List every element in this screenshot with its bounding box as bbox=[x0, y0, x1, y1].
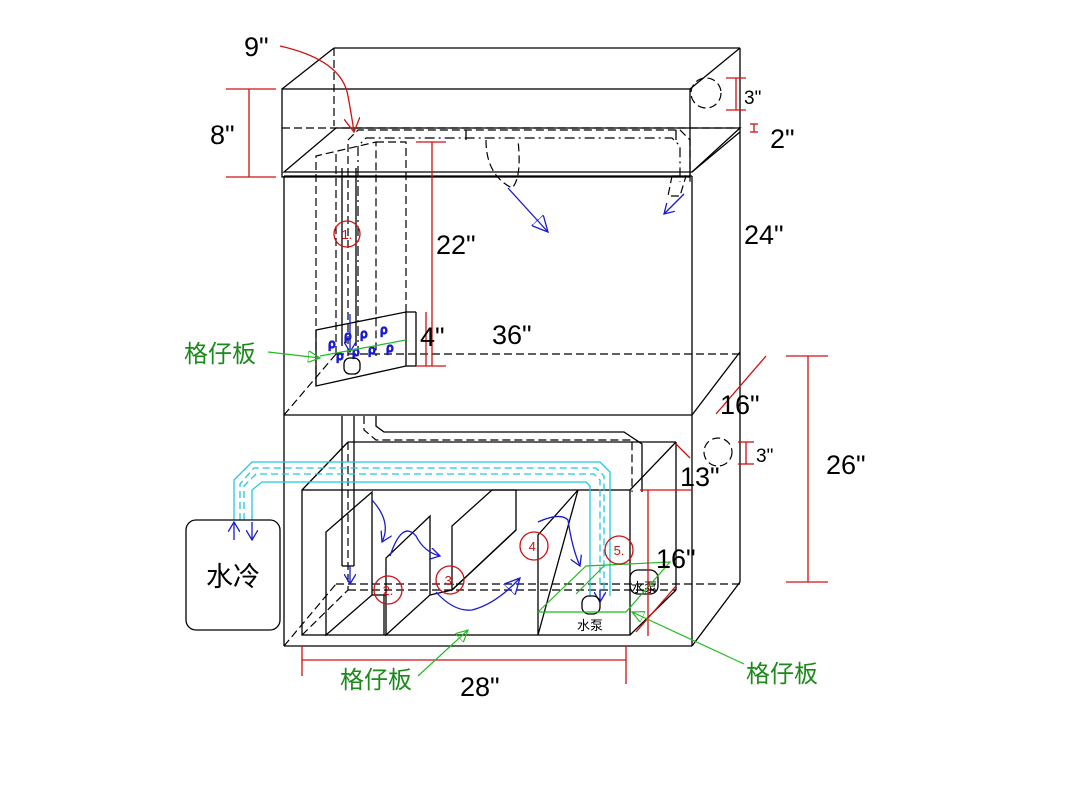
sump bbox=[301, 441, 677, 637]
step-1: 1. bbox=[342, 227, 353, 242]
pump-main-label: 水泵 bbox=[631, 581, 657, 596]
dim-tank-length: 36" bbox=[492, 320, 532, 350]
step-3: 3. bbox=[445, 573, 456, 588]
svg-text:ρ: ρ bbox=[360, 327, 368, 341]
svg-text:ρ: ρ bbox=[368, 343, 376, 357]
dim-rim-gap: 2" bbox=[770, 124, 795, 154]
step-2: 2. bbox=[383, 583, 394, 598]
svg-text:ρ: ρ bbox=[386, 341, 394, 355]
pump-small-label: 水泵 bbox=[577, 619, 603, 634]
dim-stand-height: 26" bbox=[826, 450, 866, 480]
chiller-label: 水冷 bbox=[206, 562, 260, 593]
step-5: 5. bbox=[614, 543, 625, 558]
flow-arrow-tank-2 bbox=[664, 193, 685, 214]
step-markers: 1. 2. 3. 4. 5. bbox=[333, 220, 634, 605]
dim-canopy-height: 8" bbox=[210, 120, 235, 150]
canopy-fan-hole bbox=[690, 77, 722, 109]
dim-sump-height: 13" bbox=[680, 462, 720, 492]
svg-text:ρ: ρ bbox=[328, 337, 336, 351]
svg-text:ρ: ρ bbox=[336, 349, 344, 363]
sump-flow-arrows bbox=[371, 499, 580, 611]
chiller-box bbox=[185, 519, 281, 631]
dim-return-hole: 3" bbox=[756, 446, 773, 467]
step-4: 4. bbox=[529, 539, 540, 554]
svg-text:ρ: ρ bbox=[344, 329, 352, 343]
flow-arrow-tank-1 bbox=[507, 187, 548, 232]
svg-text:ρ: ρ bbox=[380, 323, 388, 337]
svg-text:ρ: ρ bbox=[352, 345, 360, 359]
pump-small-body bbox=[581, 595, 601, 615]
main-tank bbox=[282, 127, 742, 647]
overflow-box: ρ ρ ρ ρ ρ ρ ρ ρ bbox=[315, 141, 417, 387]
dim-canopy-offset: 9" bbox=[244, 32, 269, 62]
dim-sump-depth: 16" bbox=[656, 544, 696, 574]
sump-grates bbox=[537, 561, 672, 613]
dim-tank-height: 24" bbox=[744, 220, 784, 250]
dim-sump-length: 28" bbox=[460, 672, 500, 702]
surface-overflow-pipe bbox=[347, 129, 691, 356]
dimension-lines bbox=[226, 45, 828, 684]
pump-main-body bbox=[629, 569, 659, 595]
step-2-circle bbox=[373, 575, 403, 605]
chiller-pipes bbox=[233, 461, 611, 596]
drain-pipe bbox=[341, 416, 354, 584]
step-4-circle bbox=[519, 531, 549, 561]
grate-labels: 格仔板 格仔板 格仔板 bbox=[184, 339, 818, 694]
step-3-circle bbox=[435, 565, 465, 595]
grate-label-bottom-right: 格仔板 bbox=[746, 660, 818, 688]
dim-grate-height: 4" bbox=[420, 322, 445, 352]
grate-label-bottom-left: 格仔板 bbox=[340, 666, 412, 694]
step-5-circle bbox=[604, 535, 634, 565]
dim-overflow-box-height: 22" bbox=[436, 230, 476, 260]
return-hole bbox=[703, 437, 733, 467]
dim-overflow-hole: 3" bbox=[744, 88, 761, 109]
dim-tank-depth: 16" bbox=[720, 390, 760, 420]
step-1-circle bbox=[333, 220, 361, 248]
grate-label-top: 格仔板 bbox=[184, 340, 256, 368]
return-pipe bbox=[363, 416, 643, 492]
